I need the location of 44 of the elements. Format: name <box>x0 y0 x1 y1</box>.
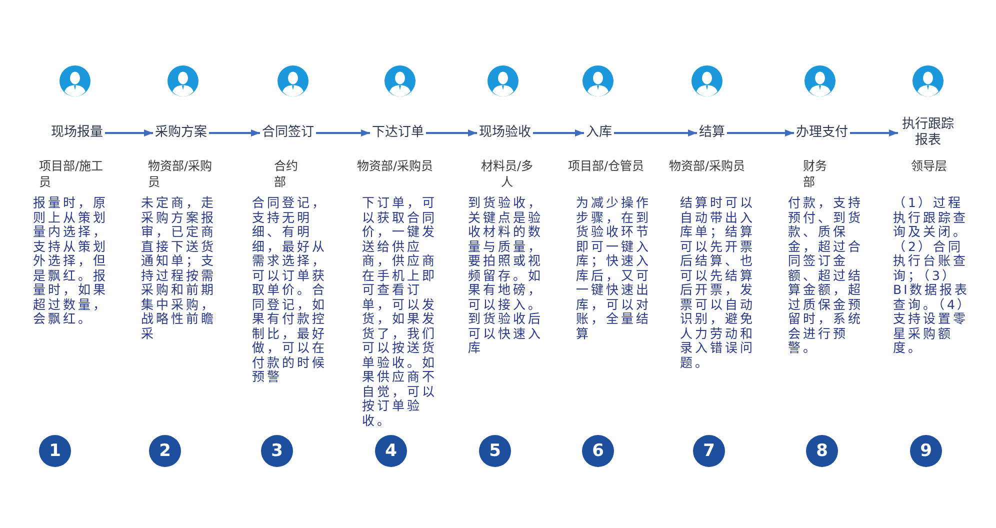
role-label: 物资部/采购员 <box>357 158 434 174</box>
description-text: 到货验收，关键点是验收材料的数量与质量，要拍照或视频留存。如果有地磅，可以接入。到货验收后可以快速入库 <box>468 196 544 356</box>
arrow <box>426 130 477 136</box>
number-circle: 5 <box>479 435 511 467</box>
step-label: 现场验收 <box>479 125 531 141</box>
description-text: 为减少操作步骤，在到货验收环节即可一键入库；快速入库后，又可一键快速出库，可以对账，全量结算 <box>576 196 652 341</box>
step-label: 办理支付 <box>796 125 848 141</box>
number-circle: 7 <box>693 435 725 467</box>
number-circle: 6 <box>582 435 614 467</box>
arrow <box>533 130 584 136</box>
arrow <box>105 130 153 136</box>
description-text: 报量时，原则上从策划量内选择，支持从策划外选择，但是飘红。报量时，如果超过数量，会飘红。 <box>33 196 109 326</box>
step-label: 结算 <box>699 125 725 141</box>
description-text: 下订单，可以获取合同价，一键发送给供应商，供应商在手机上即可查看订单，可以发货，如果发货了，我们可以按送货单验收。如果供应商不自觉，可以按订单验收。 <box>362 196 438 428</box>
description-text: 未定商，走采购方案报审，已定商直接下送货通知单；支持过程按需采购和前期集中采购，战略性前瞻采 <box>141 196 217 341</box>
description-text: 结算时可以自动带出入库单；结算可以先开票后结算、也可以先结算后开票，发票可以自动识别，避免人力劳动和录入错误问题。 <box>680 196 756 370</box>
description-text: （1）过程执行跟踪查询及关闭。（2）合同执行台账查询；（3）BI数据报表查询。（4）支持设置零星采购额度。 <box>893 196 973 356</box>
number-circle: 9 <box>910 435 942 467</box>
number-circle: 4 <box>375 435 407 467</box>
role-label: 合约部 <box>274 158 299 190</box>
role-label: 财务部 <box>803 158 828 190</box>
step-label: 合同签订 <box>262 125 314 141</box>
arrow <box>209 130 260 136</box>
number-circle: 8 <box>806 435 838 467</box>
step-label: 采购方案 <box>155 125 207 141</box>
role-label: 项目部/仓管员 <box>568 158 646 174</box>
step-label: 入库 <box>586 125 612 141</box>
number-circle: 2 <box>149 435 181 467</box>
arrow <box>316 130 370 136</box>
description-text: 合同登记，支持无明细、有明细，最好从需求选择，可以订单获取单价。合同登记，如果有付款控制比，最好做，可以在付款的时候预警 <box>252 196 328 384</box>
arrow <box>614 130 697 136</box>
role-label: 材料员/多人 <box>480 158 534 190</box>
arrow <box>727 130 794 136</box>
number-circle: 3 <box>261 435 293 467</box>
number-circle: 1 <box>39 435 71 467</box>
role-label: 物资部/采购员 <box>148 158 214 190</box>
step-label: 执行跟踪报表 <box>900 117 956 149</box>
description-text: 付款，支持预付、到货款、质保金，超过合同签订金额、超过结算金额，超过质保金预留时，系统会进行预警。 <box>788 196 864 356</box>
step-label: 下达订单 <box>372 125 424 141</box>
role-label: 项目部/施工员 <box>39 158 104 190</box>
step-label: 现场报量 <box>51 125 103 141</box>
role-label: 物资部/采购员 <box>669 158 746 174</box>
arrow <box>850 130 898 136</box>
role-label: 领导层 <box>911 158 948 174</box>
